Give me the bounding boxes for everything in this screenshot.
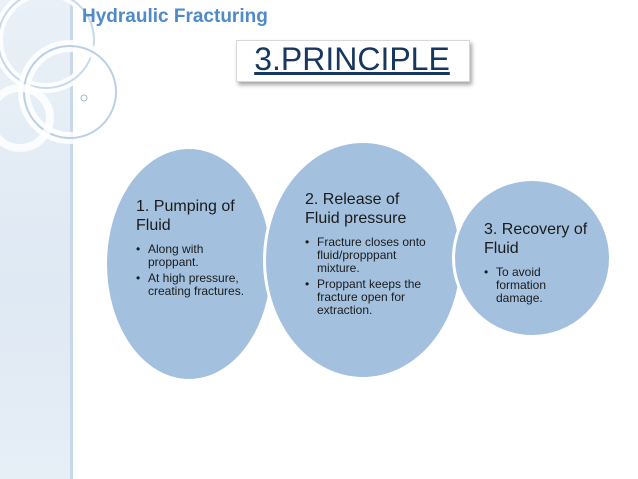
step-2-text: 2. Release of Fluid pressure Fracture cl… [305, 190, 430, 320]
left-divider-line [70, 0, 73, 479]
step-1-text: 1. Pumping of Fluid Along with proppant.… [136, 197, 256, 301]
bullet-item: Along with proppant. [136, 243, 256, 269]
step-3-bullets: To avoid formation damage. [484, 266, 589, 305]
step-1-bullets: Along with proppant. At high pressure, c… [136, 243, 256, 298]
step-1-heading: 1. Pumping of Fluid [136, 198, 235, 234]
bullet-item: At high pressure, creating fractures. [136, 272, 256, 298]
slide-subtitle: Hydraulic Fracturing [82, 6, 268, 27]
step-3-text: 3. Recovery of Fluid To avoid formation … [484, 220, 589, 308]
step-3-heading: 3. Recovery of Fluid [484, 221, 588, 257]
step-3-circle [452, 178, 612, 338]
step-2-bullets: Fracture closes onto fluid/propppant mix… [305, 236, 430, 317]
step-2-heading: 2. Release of Fluid pressure [305, 191, 407, 227]
decorative-rings [0, 0, 122, 152]
bullet-item: Proppant keeps the fracture open for ext… [305, 278, 430, 317]
slide-title: 3.PRINCIPLE [254, 41, 450, 77]
bullet-item: To avoid formation damage. [484, 266, 589, 305]
title-box [236, 40, 470, 82]
bullet-item: Fracture closes onto fluid/propppant mix… [305, 236, 430, 275]
